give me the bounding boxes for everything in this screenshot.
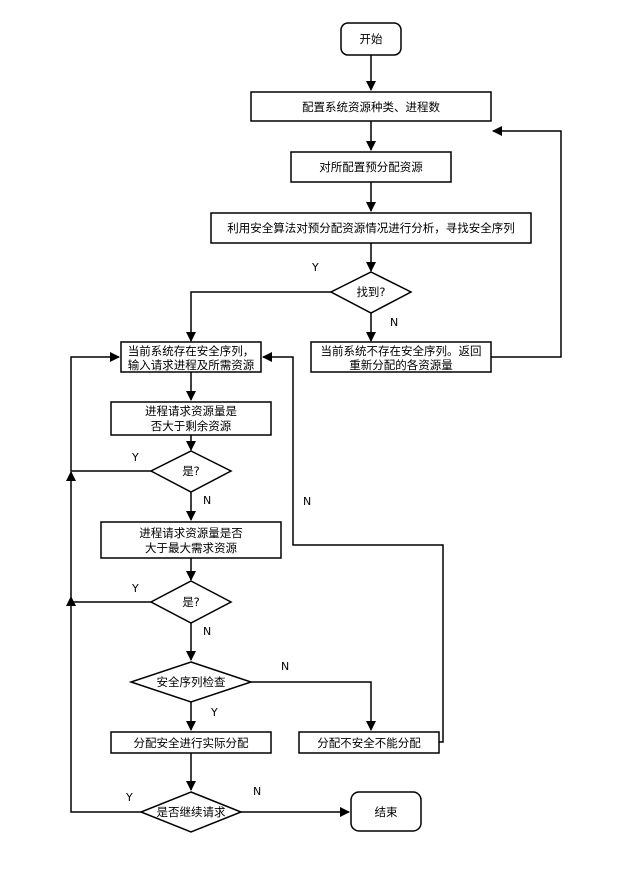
node-found-label: 找到?	[356, 285, 385, 299]
arrow-safety-no	[251, 681, 376, 731]
node-prealloc-label: 对所配置预分配资源	[319, 160, 423, 174]
node-continue: 是否继续请求	[138, 791, 244, 833]
node-found: 找到?	[329, 271, 413, 314]
node-has-seq-label-1: 当前系统存在安全序列，	[128, 344, 255, 358]
arrow-no-seq-return	[491, 126, 562, 358]
label-unsafe-no: N	[303, 495, 311, 508]
node-start-label: 开始	[360, 32, 383, 46]
node-analyze: 利用安全算法对预分配资源情况进行分析，寻找安全序列	[210, 212, 532, 244]
node-has-seq: 当前系统存在安全序列， 输入请求进程及所需资源	[120, 341, 262, 373]
node-is1: 是?	[149, 450, 233, 493]
arrowhead-left-mid	[66, 596, 76, 606]
node-continue-label: 是否继续请求	[157, 805, 226, 819]
arrow-continue-yes	[66, 471, 141, 813]
arrow-found-yes	[186, 291, 331, 342]
label-continue-no: N	[253, 785, 261, 798]
arrow-unsafe-return	[262, 352, 444, 743]
label-found-yes: Y	[311, 261, 319, 274]
edge-labels: Y N Y N Y N N Y N Y N	[125, 261, 398, 804]
node-is2: 是?	[149, 580, 233, 624]
label-found-no: N	[390, 316, 398, 329]
node-safety-check: 安全序列检查	[128, 661, 254, 703]
node-config: 配置系统资源种类、进程数	[250, 91, 492, 122]
node-check-remain: 进程请求资源量是 否大于剩余资源	[110, 401, 272, 436]
node-no-seq-label-1: 当前系统不存在安全序列。返回	[321, 344, 482, 358]
node-no-seq-label-2: 重新分配的各资源量	[349, 358, 453, 372]
node-check-max-label-1: 进程请求资源量是否	[139, 526, 243, 540]
node-check-remain-label-2: 否大于剩余资源	[151, 419, 232, 433]
node-config-label: 配置系统资源种类、进程数	[302, 100, 440, 114]
node-is1-label: 是?	[182, 464, 200, 478]
node-alloc-bad-label: 分配不安全不能分配	[317, 736, 421, 750]
connectors	[66, 55, 562, 817]
node-alloc-ok: 分配安全进行实际分配	[110, 731, 272, 754]
label-continue-yes: Y	[125, 791, 133, 804]
label-is1-no: N	[203, 494, 211, 507]
label-is2-no: N	[203, 625, 211, 638]
arrow-is1-yes	[70, 352, 151, 472]
node-end: 结束	[350, 791, 422, 832]
node-end-label: 结束	[375, 805, 398, 819]
label-is1-yes: Y	[131, 451, 139, 464]
label-safety-no: N	[281, 660, 289, 673]
node-alloc-bad: 分配不安全不能分配	[298, 731, 440, 754]
label-safety-yes: Y	[210, 706, 218, 719]
node-check-remain-label-1: 进程请求资源量是	[145, 404, 237, 418]
node-no-seq: 当前系统不存在安全序列。返回 重新分配的各资源量	[310, 341, 492, 373]
node-check-max: 进程请求资源量是否 大于最大需求资源	[100, 521, 282, 559]
node-is2-label: 是?	[182, 595, 200, 609]
node-has-seq-label-2: 输入请求进程及所需资源	[128, 358, 255, 372]
node-start: 开始	[340, 22, 402, 56]
node-analyze-label: 利用安全算法对预分配资源情况进行分析，寻找安全序列	[227, 221, 515, 235]
label-is2-yes: Y	[131, 582, 139, 595]
node-safety-check-label: 安全序列检查	[157, 675, 226, 689]
node-check-max-label-2: 大于最大需求资源	[145, 541, 237, 555]
node-alloc-ok-label: 分配安全进行实际分配	[134, 736, 249, 750]
node-prealloc: 对所配置预分配资源	[290, 151, 452, 183]
